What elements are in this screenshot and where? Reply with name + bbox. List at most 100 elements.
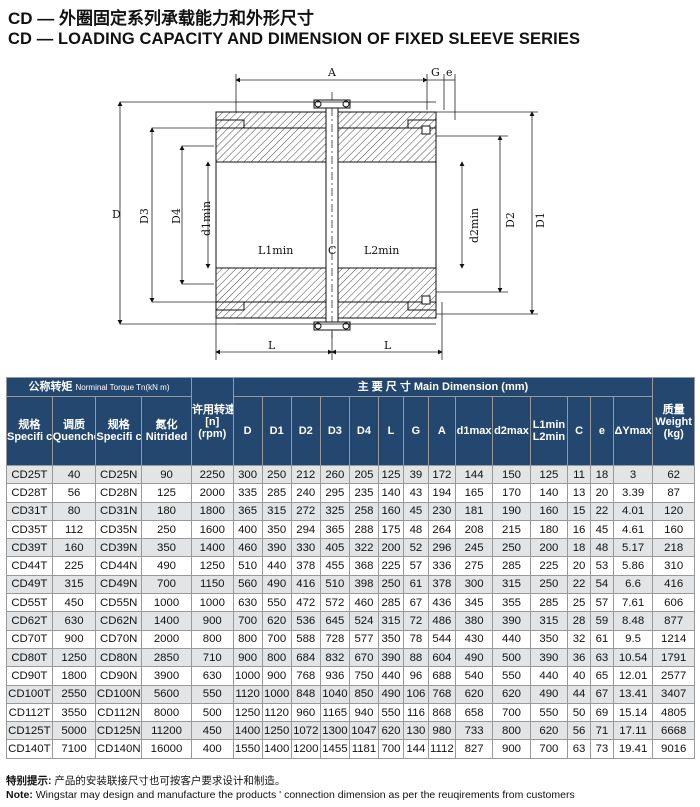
table-cell: CD44N	[95, 556, 143, 576]
table-cell: 450	[190, 721, 234, 741]
table-cell: 215	[492, 519, 531, 540]
table-cell: 56	[567, 721, 591, 741]
table-cell: 472	[290, 593, 321, 613]
table-cell: 658	[454, 702, 494, 723]
table-cell: 208	[454, 519, 494, 540]
table-cell: 604	[427, 647, 456, 668]
table-cell: 768	[290, 666, 321, 686]
table-cell: 350	[261, 519, 292, 540]
table-cell: 1000	[190, 593, 234, 613]
header-C: C	[567, 396, 591, 466]
table-cell: 350	[529, 629, 569, 649]
table-cell: 200	[529, 538, 569, 558]
table-cell: 684	[290, 647, 321, 668]
table-cell: 460	[232, 538, 263, 558]
table-cell: CD55N	[95, 593, 143, 613]
table-cell: 67	[589, 684, 614, 704]
table-cell: 294	[290, 519, 321, 540]
table-cell: 510	[319, 574, 350, 595]
title-cn: CD — 外圈固定系列承载能力和外形尺寸	[8, 9, 314, 28]
table-cell: 285	[529, 593, 569, 613]
table-cell: CD70T	[6, 629, 53, 649]
table-cell: 20	[567, 556, 591, 576]
table-cell: 45	[589, 519, 614, 540]
table-cell: 800	[261, 647, 292, 668]
table-cell: 13.41	[612, 684, 654, 704]
table-cell: 630	[190, 666, 234, 686]
table-cell: 2000	[190, 483, 234, 503]
table-cell: 800	[190, 629, 234, 649]
table-cell: 3.39	[612, 483, 654, 503]
table-cell: 22	[589, 501, 614, 521]
table-cell: 96	[402, 666, 429, 686]
table-cell: CD25N	[95, 464, 143, 485]
table-cell: 250	[141, 519, 192, 540]
dimension-table: 公称转矩 Norminal Torque Tn(kN m) 许用转速[n](rp…	[6, 377, 695, 759]
dim-e: e	[446, 66, 453, 79]
table-cell: 336	[427, 556, 456, 576]
table-cell: 390	[492, 611, 531, 631]
table-cell: 1120	[261, 702, 292, 723]
table-cell: 4805	[652, 702, 695, 723]
table-cell: 57	[589, 593, 614, 613]
coupling-drawing: A G e D D3 D4 d1min D2 D1 d2min L1min L2…	[112, 66, 547, 360]
dim-A: A	[327, 66, 337, 79]
table-cell: CD49N	[95, 574, 143, 595]
table-cell: 700	[141, 574, 192, 595]
table-cell: 44	[567, 684, 591, 704]
table-cell: 868	[427, 702, 456, 723]
table-cell: 365	[232, 501, 263, 521]
table-cell: 2850	[141, 647, 192, 668]
table-cell: 630	[51, 611, 97, 631]
table-cell: 250	[261, 464, 292, 485]
table-cell: 440	[529, 666, 569, 686]
table-cell: 1181	[348, 739, 380, 759]
table-cell: 39	[402, 464, 429, 485]
header-D4: D4	[348, 396, 380, 466]
table-cell: 88	[402, 647, 429, 668]
table-cell: 490	[261, 574, 292, 595]
table-cell: 577	[348, 629, 380, 649]
table-cell: 45	[402, 501, 429, 521]
table-cell: 205	[348, 464, 380, 485]
table-cell: 700	[492, 702, 531, 723]
table-cell: 56	[51, 483, 97, 503]
table-cell: 1000	[232, 666, 263, 686]
table-cell: 800	[492, 721, 531, 741]
table-cell: 1800	[190, 501, 234, 521]
table-cell: 315	[529, 611, 569, 631]
table-cell: 140	[529, 483, 569, 503]
table-cell: 405	[319, 538, 350, 558]
table-cell: CD100T	[6, 684, 53, 704]
table-cell: 2550	[51, 684, 97, 704]
table-cell: 1150	[190, 574, 234, 595]
table-cell: 172	[427, 464, 456, 485]
table-cell: 1000	[141, 593, 192, 613]
table-cell: 140	[378, 483, 404, 503]
table-cell: 510	[232, 556, 263, 576]
table-cell: 588	[290, 629, 321, 649]
header-d2max: d2max	[492, 396, 531, 466]
table-cell: 175	[378, 519, 404, 540]
dim-L2min: L2min	[364, 244, 399, 257]
table-cell: 620	[454, 684, 494, 704]
table-cell: CD35T	[6, 519, 53, 540]
table-cell: 3	[612, 464, 654, 485]
table-cell: 980	[427, 721, 456, 741]
table-cell: 900	[190, 611, 234, 631]
table-cell: 1072	[290, 721, 321, 741]
table-cell: 1400	[141, 611, 192, 631]
table-cell: 160	[652, 519, 695, 540]
header-D: D	[232, 396, 263, 466]
table-cell: 500	[492, 647, 531, 668]
table-cell: 300	[232, 464, 263, 485]
table-cell: 15	[567, 501, 591, 521]
table-cell: 57	[402, 556, 429, 576]
